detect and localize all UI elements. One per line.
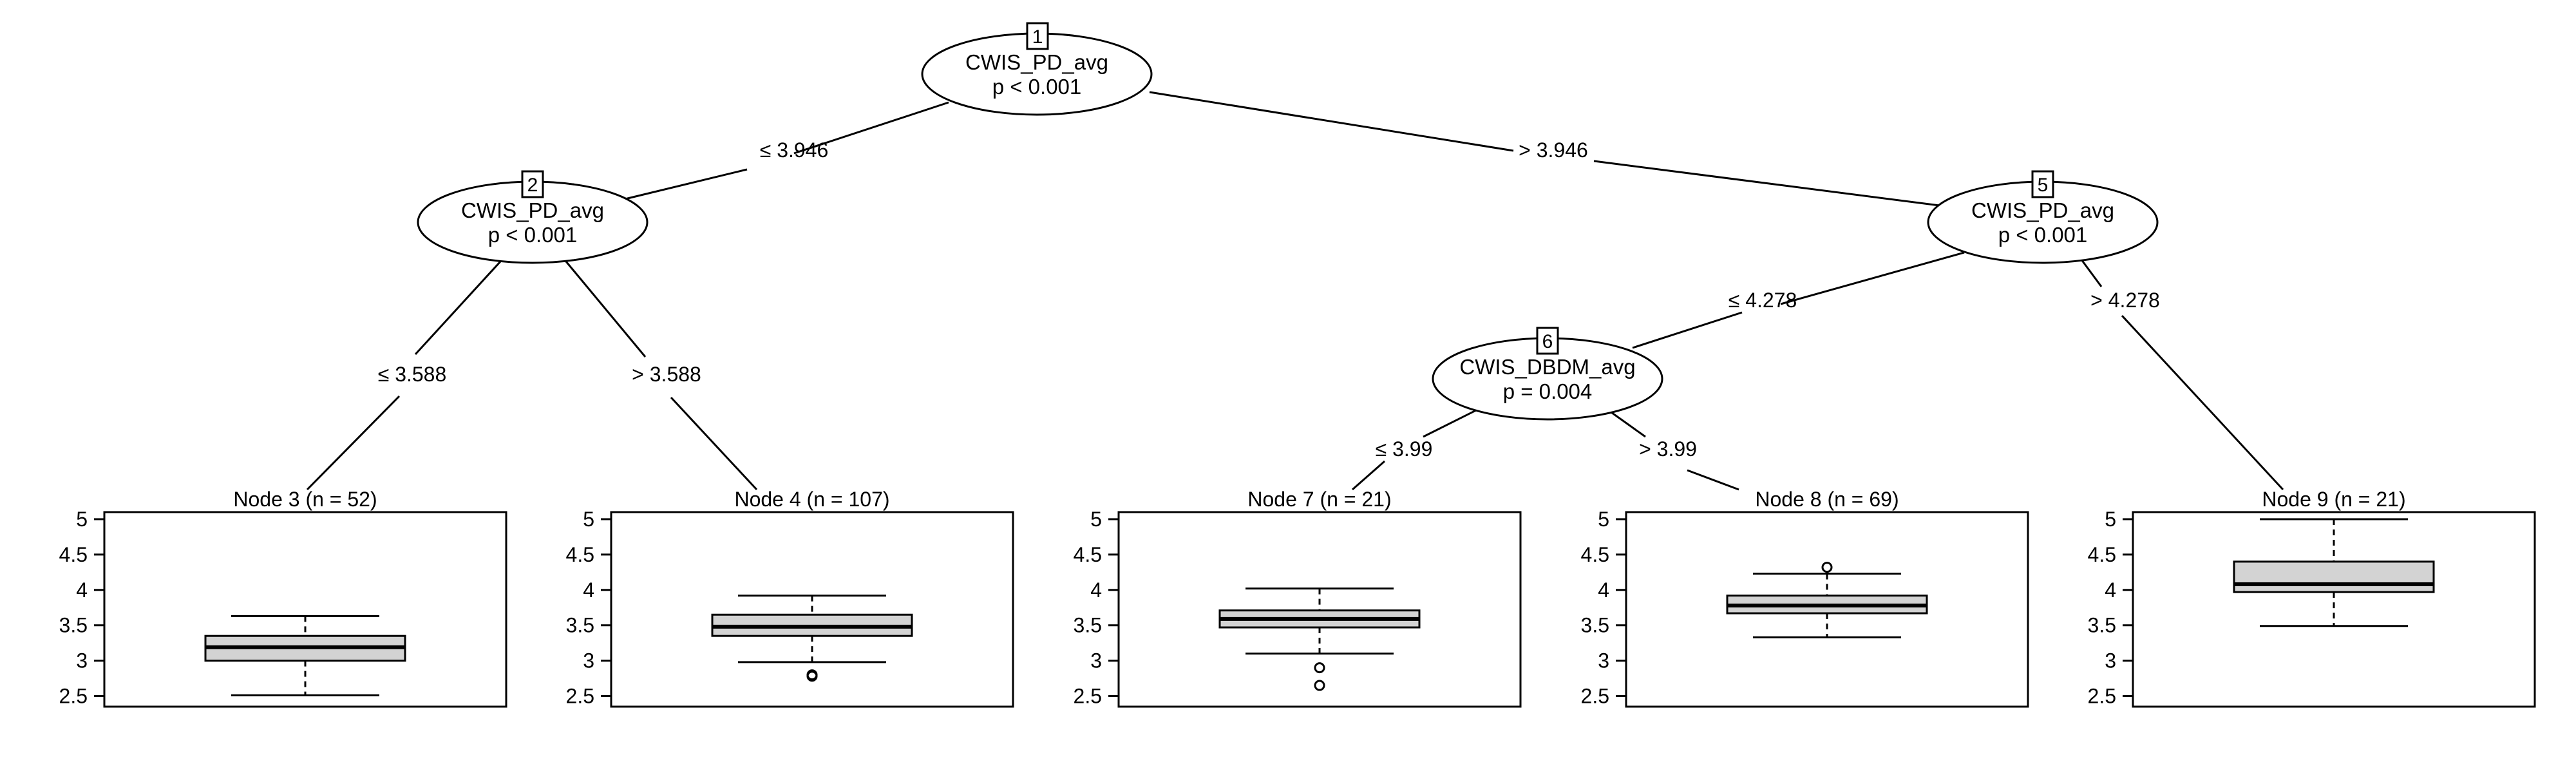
y-tick-label: 3 [1598,649,1609,673]
y-tick-label: 4.5 [59,543,88,566]
edge-5-6-bottom [1632,311,1743,349]
terminal-node-5: Node 9 (n = 21) 2.5 3 3.5 4 4.5 5 [2088,488,2536,708]
node-id: 6 [1542,331,1553,352]
y-tick-label: 4 [1598,578,1609,602]
edge-label-1-5: > 3.946 [1519,138,1588,162]
node-title: Node 8 (n = 69) [1755,488,1899,511]
node-id-box [1026,22,1049,50]
y-tick-label: 3.5 [59,614,88,637]
y-tick-label: 3.5 [2088,614,2116,637]
y-tick-label: 5 [583,508,594,531]
y-tick-label: 5 [2105,508,2116,531]
y-tick-label: 2.5 [1074,685,1102,708]
edge-label-5-6: ≤ 4.278 [1728,289,1797,312]
node-pvalue: p < 0.001 [992,75,1082,99]
y-tick-label: 4.5 [2088,543,2116,566]
edge-label-6-8: > 3.99 [1639,437,1697,461]
node-id: 2 [527,175,538,196]
y-tick-label: 4 [2105,578,2116,602]
y-tick-label: 4 [76,578,88,602]
node-variable: CWIS_DBDM_avg [1459,355,1635,379]
edge-1-5-bottom [1593,160,1955,209]
edge-1-2-bottom [616,168,748,202]
edge-6-7-bottom [1352,460,1385,491]
y-tick-label: 3 [1090,649,1102,673]
outlier-point [806,669,818,681]
edge-label-2-3: ≤ 3.588 [378,363,447,386]
y-tick-label: 2.5 [566,685,594,708]
edge-5-9-top [2080,259,2103,287]
inner-node-6: 6 CWIS_DBDM_avg p = 0.004 [1432,327,1663,421]
edge-5-6-top [1780,251,1965,305]
edge-2-3-bottom [306,395,401,491]
y-tick-label: 4.5 [566,543,594,566]
outlier-point [1314,662,1325,674]
y-tick-label: 4.5 [1074,543,1102,566]
y-tick-label: 3 [76,649,88,673]
y-tick-label: 3 [583,649,594,673]
inner-node-5: 5 CWIS_PD_avg p < 0.001 [1927,170,2159,264]
node-pvalue: p = 0.004 [1503,379,1593,403]
y-tick-label: 5 [76,508,88,531]
node-title: Node 4 (n = 107) [734,488,889,511]
edge-label-5-9: > 4.278 [2090,289,2160,312]
y-tick-label: 2.5 [1581,685,1609,708]
y-tick-label: 4 [583,578,594,602]
edge-1-5-top [1149,91,1514,152]
y-tick-label: 5 [1090,508,1102,531]
edge-labels: ≤ 3.946 > 3.946 ≤ 3.588 > 3.588 ≤ 4.278 … [378,138,2160,461]
node-id-box [1536,327,1559,355]
node-title: Node 9 (n = 21) [2262,488,2405,511]
terminal-node-4: Node 8 (n = 69) 2.5 3 3.5 4 4.5 5 [1581,488,2029,708]
node-id-box [521,170,544,198]
terminal-node-1: Node 3 (n = 52) 2.5 3 3.5 4 4.5 5 [59,488,507,708]
tree-edges [306,91,2284,491]
y-tick-label: 4 [1090,578,1102,602]
node-variable: CWIS_PD_avg [1971,198,2114,222]
node-variable: CWIS_PD_avg [461,198,604,222]
edge-1-2-top [793,101,949,155]
edge-2-3-top [414,260,502,356]
node-title: Node 7 (n = 21) [1247,488,1391,511]
iqr-box [2233,560,2435,593]
node-id-box [2031,170,2054,198]
node-id: 5 [2038,175,2049,196]
edge-6-8-bottom [1687,469,1739,491]
node-title: Node 3 (n = 52) [233,488,377,511]
outlier-point [1821,562,1833,573]
y-tick-label: 3.5 [1581,614,1609,637]
y-tick-label: 2.5 [59,685,88,708]
y-tick-label: 3.5 [566,614,594,637]
inner-node-2: 2 CWIS_PD_avg p < 0.001 [417,170,649,264]
edge-5-9-bottom [2121,314,2284,491]
y-tick-label: 4.5 [1581,543,1609,566]
y-tick-label: 3.5 [1074,614,1102,637]
edge-label-2-4: > 3.588 [632,363,701,386]
edge-label-1-2: ≤ 3.946 [760,138,829,162]
node-pvalue: p < 0.001 [488,223,578,247]
inner-node-1: 1 CWIS_PD_avg p < 0.001 [921,22,1153,116]
node-id: 1 [1032,26,1043,48]
y-tick-label: 5 [1598,508,1609,531]
outlier-point [1314,680,1325,691]
node-variable: CWIS_PD_avg [965,50,1108,74]
plot-frame [103,511,507,708]
node-pvalue: p < 0.001 [1998,223,2088,247]
y-tick-label: 2.5 [2088,685,2116,708]
terminal-node-2: Node 4 (n = 107) 2.5 3 3.5 4 4.5 5 [566,488,1014,708]
edge-label-6-7: ≤ 3.99 [1376,437,1433,461]
edge-2-4-bottom [670,396,758,491]
terminal-node-3: Node 7 (n = 21) 2.5 3 3.5 4 4.5 5 [1074,488,1522,708]
edge-2-4-top [565,261,647,358]
y-tick-label: 3 [2105,649,2116,673]
